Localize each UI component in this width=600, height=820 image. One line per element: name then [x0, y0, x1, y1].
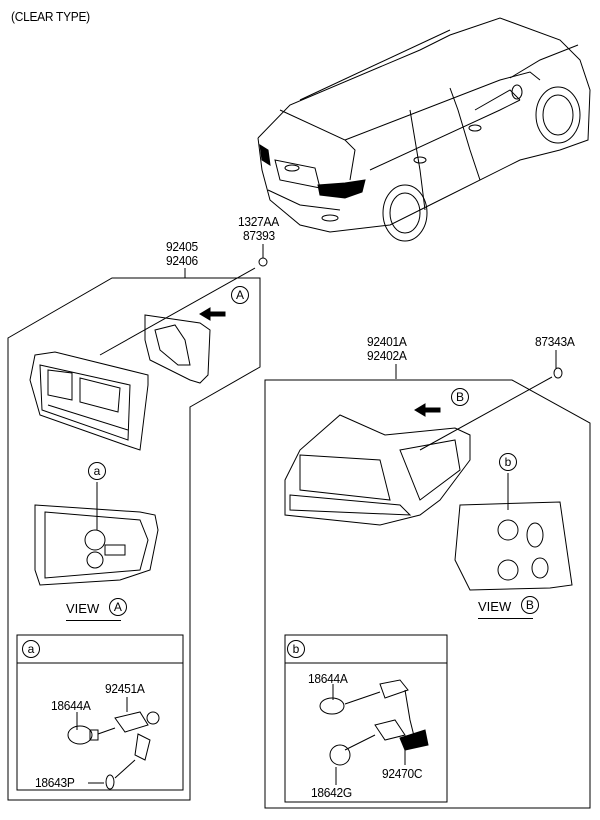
- outer-lamp-illustration: [284, 414, 471, 526]
- part-number[interactable]: 92470C: [382, 766, 423, 781]
- view-marker-A: A: [231, 286, 249, 304]
- guide-line: [419, 376, 553, 451]
- part-number[interactable]: 18644A: [51, 698, 91, 713]
- view-a-illustration: [34, 482, 159, 586]
- part-number[interactable]: 18642G: [311, 785, 352, 800]
- detail-marker-b: b: [499, 453, 517, 471]
- part-number[interactable]: 92401A: [367, 334, 407, 349]
- view-a-label: VIEW A: [66, 598, 127, 621]
- view-b-illustration: [454, 473, 573, 591]
- diagram-title: (CLEAR TYPE): [11, 9, 90, 24]
- detail-box-b-marker: b: [287, 640, 305, 658]
- guide-line: [99, 267, 256, 356]
- part-number[interactable]: 92451A: [105, 681, 145, 696]
- view-label-text: VIEW: [66, 601, 100, 616]
- view-b-label: VIEW B: [478, 596, 539, 619]
- gasket-illustration: [144, 314, 211, 384]
- detail-marker-a: a: [88, 462, 106, 480]
- detail-box-a-marker: a: [22, 640, 40, 658]
- view-marker: A: [108, 598, 127, 616]
- bolt-icon: [553, 367, 563, 379]
- view-marker-B: B: [451, 388, 469, 406]
- inner-lamp-illustration: [29, 351, 149, 451]
- part-number[interactable]: 87393: [243, 228, 275, 243]
- detail-box-a: [16, 634, 184, 791]
- arrow-icon: [414, 403, 441, 417]
- view-label-text: VIEW: [478, 599, 512, 614]
- part-number[interactable]: 92405: [166, 239, 198, 254]
- part-number[interactable]: 92402A: [367, 348, 407, 363]
- outer-lamp-panel: [264, 379, 591, 809]
- detail-a-parts: [67, 697, 160, 790]
- arrow-icon: [199, 307, 226, 321]
- vehicle-illustration: [257, 17, 591, 242]
- part-number[interactable]: 92406: [166, 253, 198, 268]
- part-number[interactable]: 87343A: [535, 334, 575, 349]
- part-number[interactable]: 18643P: [35, 775, 75, 790]
- part-number[interactable]: 1327AA: [238, 214, 279, 229]
- detail-box-b: [284, 634, 448, 803]
- view-marker: B: [520, 596, 539, 614]
- inner-lamp-panel: [7, 277, 261, 801]
- detail-b-parts: [319, 679, 429, 785]
- bolt-icon: [258, 257, 268, 267]
- part-number[interactable]: 18644A: [308, 671, 348, 686]
